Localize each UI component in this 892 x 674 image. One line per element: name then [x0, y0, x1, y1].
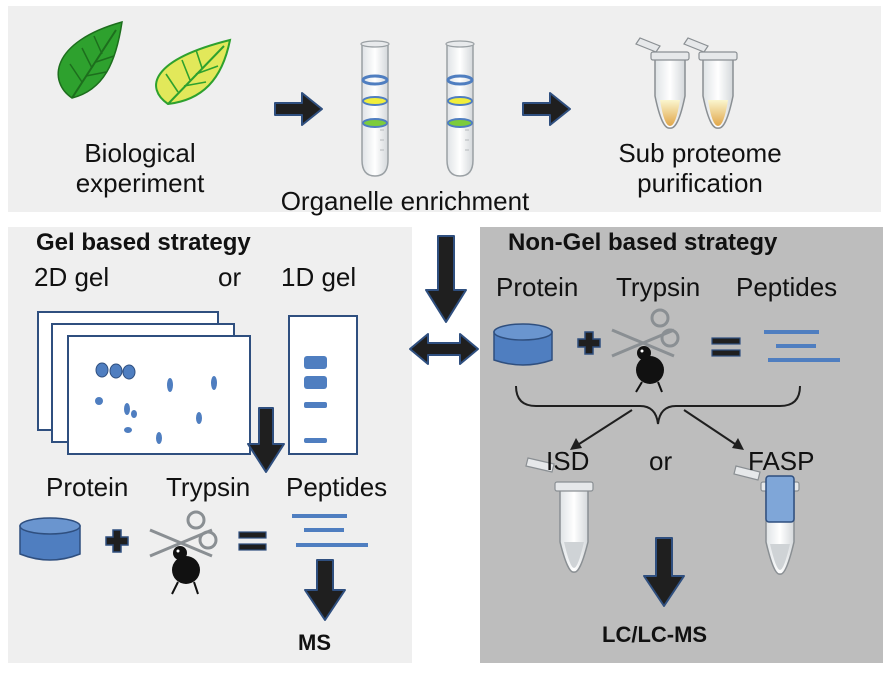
curly-brace — [515, 385, 801, 425]
nongel-peptides-label: Peptides — [736, 272, 838, 302]
isd-label: ISD — [546, 446, 590, 476]
step3-line2: purification — [637, 168, 763, 198]
step3-line1: Sub proteome — [618, 138, 782, 168]
step1-line2: experiment — [75, 168, 205, 198]
double-arrow-icon — [409, 333, 479, 365]
nongel-strategy-panel — [480, 227, 883, 663]
peptides-icon — [764, 330, 840, 362]
isd-tube-icon — [525, 457, 594, 573]
step-biological-experiment-label: Biological experiment — [60, 138, 220, 198]
plus-icon — [105, 529, 129, 553]
trypsin-scissors-icon — [149, 510, 218, 595]
protein-cylinder-icon — [19, 517, 81, 561]
nongel-strategy-title: Non-Gel based strategy — [508, 229, 778, 256]
arrow-down-icon — [247, 407, 285, 473]
gel-or-label: or — [218, 262, 242, 292]
trypsin-scissors-icon — [611, 308, 680, 393]
top-workflow-panel — [8, 6, 881, 212]
step-organelle-enrichment-label: Organelle enrichment — [280, 186, 530, 216]
gel-trypsin-label: Trypsin — [166, 472, 251, 502]
gel-2d-label: 2D gel — [34, 262, 110, 292]
plus-icon — [577, 331, 601, 355]
test-tube-icon — [445, 40, 475, 177]
gel-2d-icon — [37, 311, 251, 455]
test-tube-icon — [360, 40, 390, 177]
gel-protein-label: Protein — [46, 472, 129, 502]
arrow-right-icon — [522, 92, 571, 126]
nongel-trypsin-label: Trypsin — [616, 272, 701, 302]
leaf-dark-icon — [57, 20, 123, 99]
microtube-icon — [635, 37, 690, 129]
protein-cylinder-icon — [493, 323, 553, 366]
nongel-output-lcms-label: LC/LC-MS — [602, 622, 708, 647]
step1-line1: Biological — [84, 138, 196, 168]
gel-output-ms-label: MS — [298, 630, 331, 655]
step-sub-proteome-label: Sub proteome purification — [595, 138, 805, 198]
gel-1d-icon — [288, 315, 358, 455]
equals-icon — [711, 337, 741, 357]
arrow-diagonal-left-icon — [570, 409, 633, 450]
nongel-or-label: or — [649, 446, 673, 476]
peptides-icon — [292, 514, 368, 547]
arrow-diagonal-right-icon — [683, 409, 744, 450]
equals-icon — [238, 531, 267, 551]
leaf-yellow-icon — [155, 38, 232, 106]
gel-strategy-title: Gel based strategy — [36, 229, 251, 256]
arrow-down-icon — [425, 235, 467, 323]
gel-1d-label: 1D gel — [281, 262, 357, 292]
microtube-icon — [683, 37, 738, 129]
nongel-protein-label: Protein — [496, 272, 579, 302]
arrow-down-icon — [304, 559, 346, 621]
fasp-tube-icon — [733, 465, 800, 575]
fasp-label: FASP — [748, 446, 815, 476]
arrow-right-icon — [274, 92, 323, 126]
arrow-down-icon — [643, 537, 685, 607]
gel-peptides-label: Peptides — [286, 472, 388, 502]
